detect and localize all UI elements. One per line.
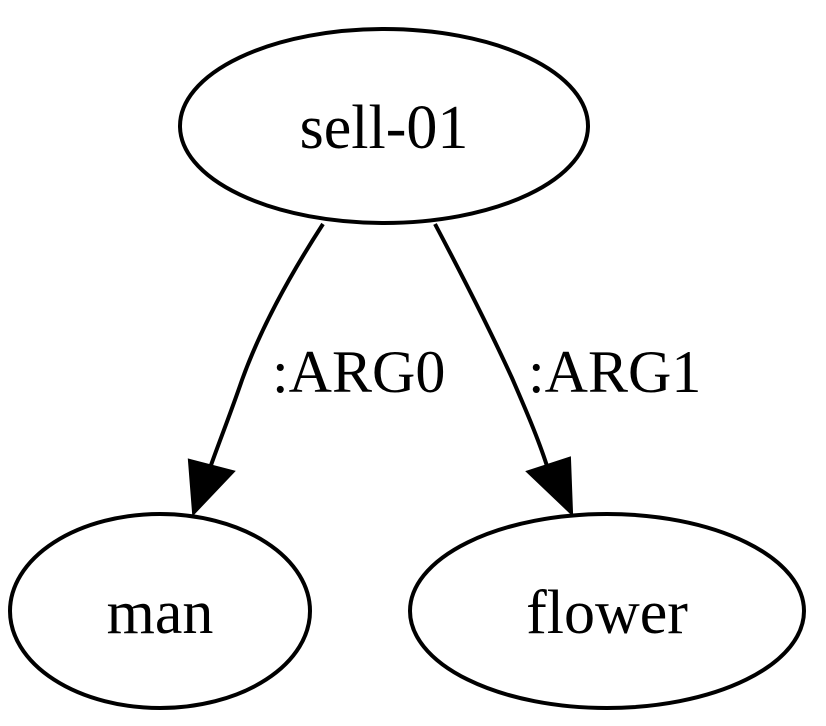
edge-arg0: :ARG0: [187, 222, 445, 517]
edge-arg0-arrowhead: [187, 458, 236, 517]
edge-arg0-line: [208, 222, 325, 469]
node-sell-01: sell-01: [178, 27, 590, 225]
edge-arg0-label: :ARG0: [272, 339, 445, 405]
node-flower-label: flower: [526, 579, 688, 647]
node-man-shape: [8, 512, 312, 710]
node-sell-01-shape: [178, 27, 590, 225]
node-flower-shape: [408, 512, 806, 710]
edge-arg1-line: [433, 223, 549, 467]
node-sell-01-label: sell-01: [300, 94, 469, 162]
edge-arg1: :ARG1: [433, 223, 701, 517]
node-man-label: man: [107, 579, 214, 647]
edge-arg1-label: :ARG1: [528, 339, 701, 405]
node-flower: flower: [408, 512, 806, 710]
edge-arg1-arrowhead: [525, 456, 574, 517]
node-man: man: [8, 512, 312, 710]
